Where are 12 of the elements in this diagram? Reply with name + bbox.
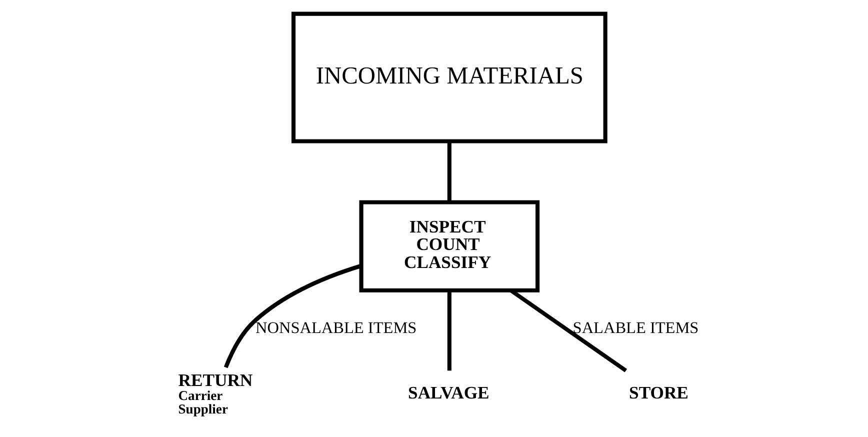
connector — [223, 264, 362, 368]
connector — [446, 142, 451, 202]
node-box: INCOMING MATERIALS — [290, 12, 607, 144]
node-text: STORE — [628, 382, 688, 403]
node-text: SALVAGE — [408, 382, 489, 403]
edge-label: SALABLE ITEMS — [572, 319, 698, 338]
node-label: Supplier — [178, 402, 228, 417]
connector — [446, 290, 451, 371]
node-label: Carrier — [178, 388, 222, 404]
edge-label: NONSALABLE ITEMS — [255, 319, 416, 338]
node-text: RETURN — [178, 370, 252, 390]
node-box: INSPECT COUNT CLASSIFY — [358, 200, 540, 292]
